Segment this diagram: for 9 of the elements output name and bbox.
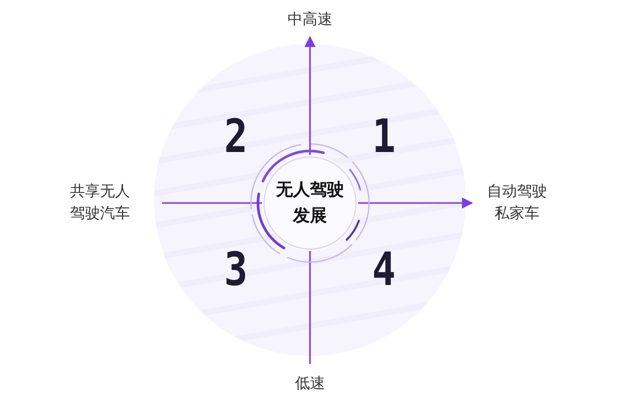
axis-label: 低速 xyxy=(295,373,325,394)
quadrant-number: 4 xyxy=(372,246,396,292)
center-title: 无人驾驶发展 xyxy=(276,179,344,228)
axis-label: 共享无人驾驶汽车 xyxy=(69,181,131,224)
quadrant-number: 1 xyxy=(372,113,396,159)
quadrant-number: 2 xyxy=(224,113,248,159)
axis-label: 自动驾驶私家车 xyxy=(486,181,548,224)
quadrant-number: 3 xyxy=(224,246,248,292)
axis-label: 中高速 xyxy=(288,9,332,30)
